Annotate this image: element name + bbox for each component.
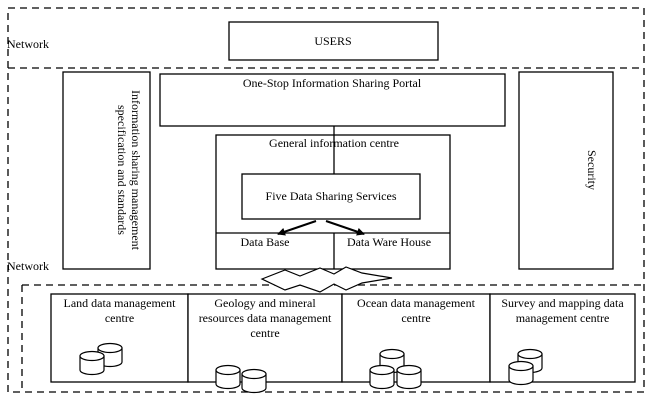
security-box	[518, 71, 614, 270]
database-label: Data Base	[241, 235, 290, 249]
arrow-to-warehouse	[325, 220, 365, 236]
outer-frame	[7, 7, 645, 393]
centre-label-line: resources data management	[199, 311, 332, 325]
centre-label-line: centre	[250, 326, 279, 340]
portal-box	[159, 73, 506, 127]
warehouse-label: Data Ware House	[347, 235, 431, 249]
centre-label-line: centre	[105, 311, 134, 325]
network-label-bottom: Network	[7, 259, 49, 273]
five-services-box	[241, 173, 421, 220]
general-centre-label: General information centre	[269, 136, 399, 150]
arrow-to-database	[277, 220, 317, 236]
centre-label-line: Survey and mapping data	[501, 296, 624, 310]
portal-label: One-Stop Information Sharing Portal	[243, 76, 422, 90]
database-cylinder-icon	[369, 364, 395, 390]
users-box	[228, 21, 439, 61]
database-cylinder-icon	[396, 364, 422, 390]
centre-label-line: Geology and mineral	[214, 296, 316, 310]
centre-label-line: centre	[401, 311, 430, 325]
database-cylinder-icon	[241, 368, 267, 394]
network-link-bolt	[260, 266, 393, 293]
security-label: Security	[585, 150, 599, 190]
specifications-box	[62, 71, 151, 270]
database-cylinder-icon	[79, 350, 105, 376]
database-cylinder-icon	[215, 364, 241, 390]
five-services-label: Five Data Sharing Services	[266, 189, 397, 203]
centre-label-line: Ocean data management	[357, 296, 476, 310]
specifications-label-line2: specification and standards	[115, 105, 129, 235]
database-cylinder-icon	[508, 360, 534, 386]
centre-label-line: Land data management	[64, 296, 177, 310]
network-label-top: Network	[7, 37, 49, 51]
users-label: USERS	[314, 34, 351, 48]
specifications-label-line1: Information sharing management	[129, 90, 143, 251]
centre-label-line: management centre	[516, 311, 610, 325]
